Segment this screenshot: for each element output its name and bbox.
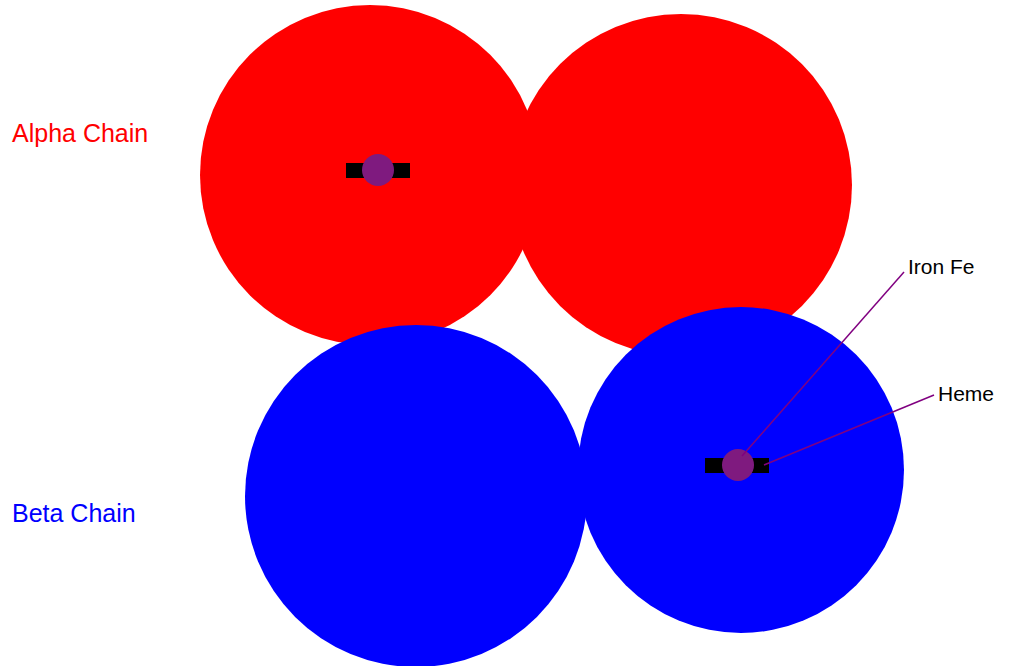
alpha-subunit xyxy=(510,14,852,356)
beta-subunit xyxy=(245,325,587,666)
leader-line xyxy=(764,395,934,465)
chain-label: Beta Chain xyxy=(12,498,136,528)
leader-line xyxy=(742,272,904,456)
part-label: Iron Fe xyxy=(908,254,975,279)
alpha-subunit xyxy=(200,5,540,345)
part-label: Heme xyxy=(938,381,994,406)
beta-subunit xyxy=(578,307,904,633)
iron-atom xyxy=(722,449,754,481)
iron-atom xyxy=(362,154,394,186)
chain-label: Alpha Chain xyxy=(12,118,148,148)
